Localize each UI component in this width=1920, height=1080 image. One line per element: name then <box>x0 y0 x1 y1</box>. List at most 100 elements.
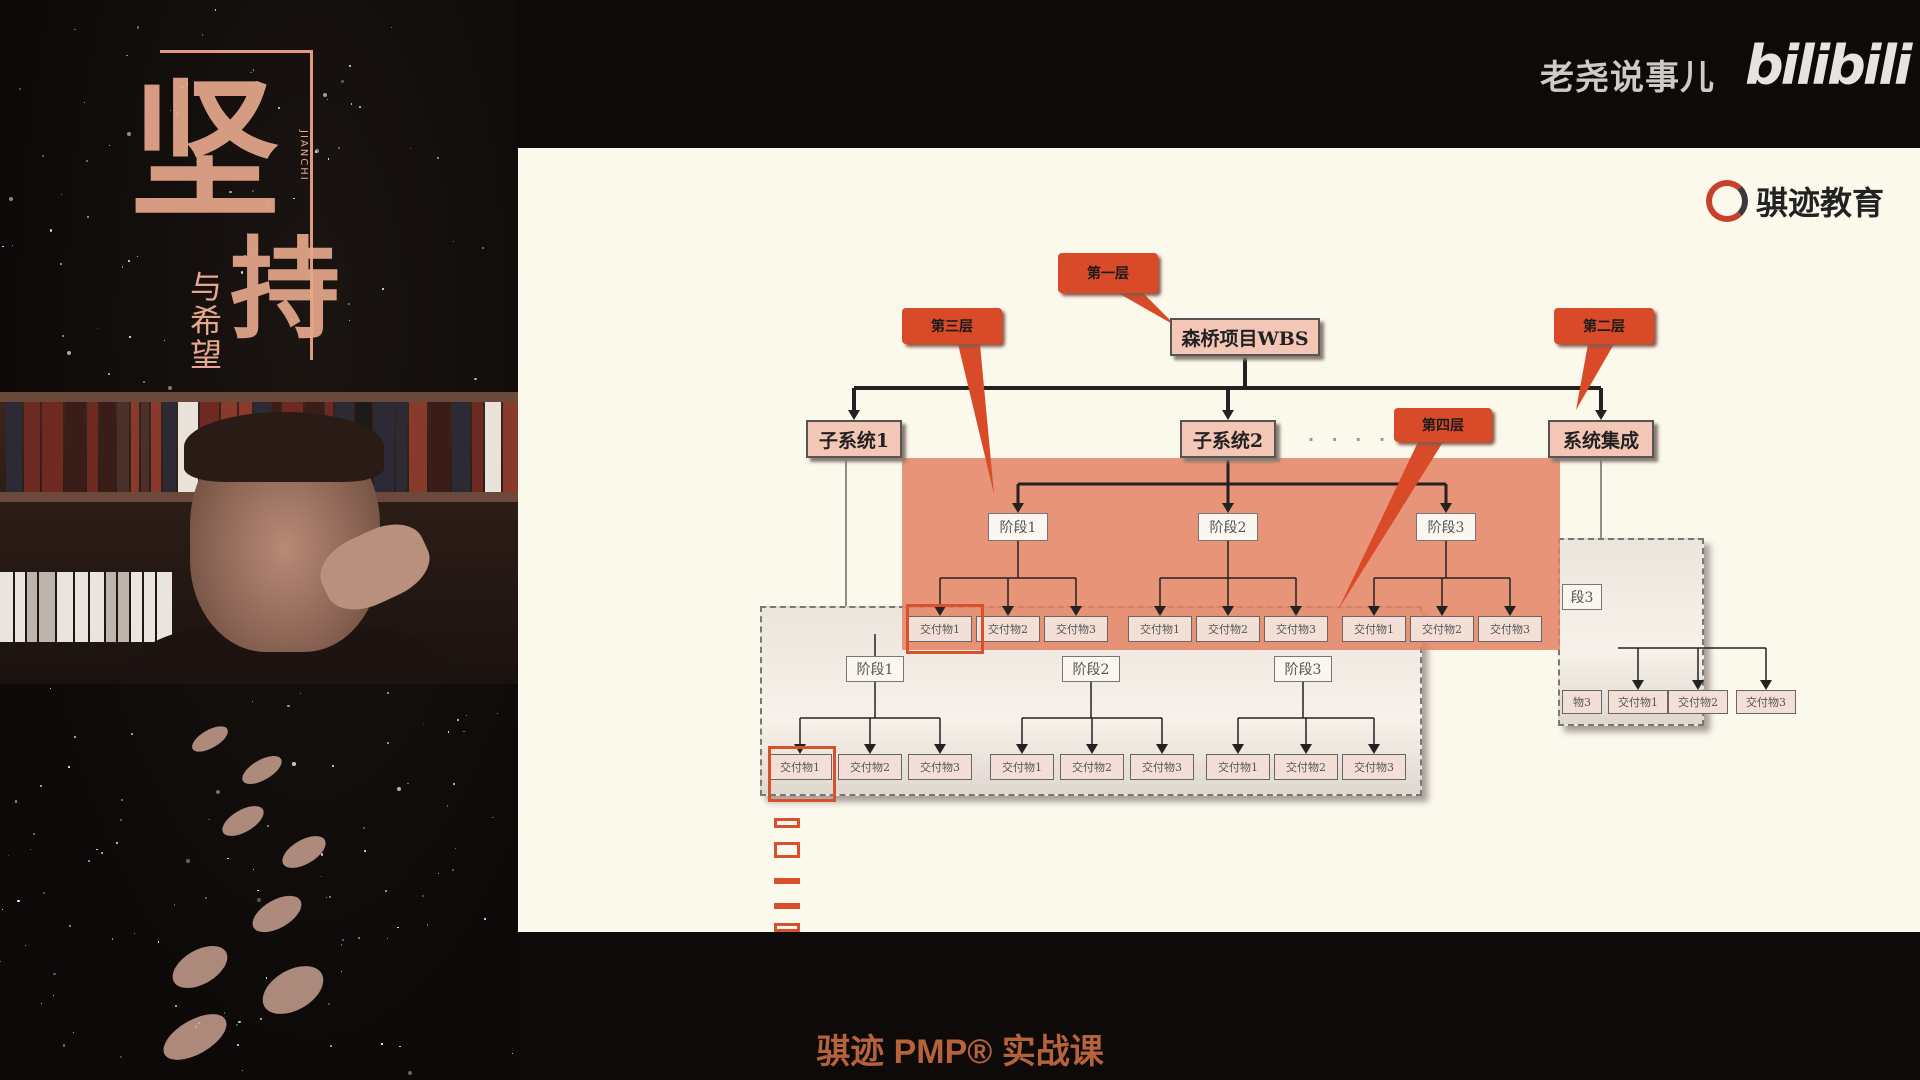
star <box>348 303 350 306</box>
book-spine <box>118 572 129 642</box>
book-spine <box>163 402 176 492</box>
callout-pointer <box>1368 606 1380 616</box>
book-spine <box>144 572 155 642</box>
star <box>447 731 450 733</box>
wbs-deliverable-node: 交付物3 <box>908 754 972 780</box>
star <box>327 158 330 160</box>
star <box>14 800 18 803</box>
callout-pointer <box>1086 744 1098 754</box>
wbs-deliverable-node: 交付物2 <box>838 754 902 780</box>
footprints-illustration <box>130 720 390 1070</box>
star <box>134 933 136 935</box>
star <box>69 925 72 928</box>
star <box>423 722 425 724</box>
wbs-deliverable-node: 交付物1 <box>1342 616 1406 642</box>
bilibili-logo: bilibili <box>1745 34 1912 97</box>
star <box>407 782 409 785</box>
presenter-hair <box>184 412 384 482</box>
star <box>267 201 270 204</box>
star <box>53 972 56 975</box>
callout-pointer <box>1368 744 1380 754</box>
wbs-deliverable-node: 交付物1 <box>768 754 832 780</box>
book-spine <box>75 572 88 642</box>
callout-pointer <box>934 606 946 616</box>
star <box>463 730 465 733</box>
book-spine <box>24 402 40 492</box>
star <box>482 247 485 250</box>
presenter <box>130 412 450 684</box>
callout-pointer <box>1016 744 1028 754</box>
star <box>96 328 98 330</box>
wbs-deliverable-node: 交付物2 <box>976 616 1040 642</box>
star <box>484 918 487 921</box>
footprint <box>165 937 235 997</box>
callout-pointer <box>1692 680 1704 690</box>
wbs-subsystem-node: 子系统2 <box>1180 420 1276 458</box>
star <box>86 160 88 162</box>
star <box>74 736 77 738</box>
book-spine <box>151 402 161 492</box>
star <box>186 858 191 863</box>
star <box>119 1055 122 1058</box>
star <box>326 98 329 101</box>
star <box>60 193 63 195</box>
footprint <box>277 829 331 875</box>
star <box>127 131 132 136</box>
star <box>136 255 139 258</box>
book-spine <box>42 402 63 492</box>
callout-level-two: 第二层 <box>1554 308 1654 344</box>
star <box>299 693 302 695</box>
star <box>40 1002 43 1005</box>
star <box>116 842 119 845</box>
star <box>0 960 2 963</box>
poster-subtitle: 与希望 <box>190 268 223 374</box>
book-spine <box>0 572 13 642</box>
wbs-stage-node: 阶段3 <box>1274 656 1332 682</box>
wbs-deliverable-node: 交付物2 <box>1274 754 1338 780</box>
star <box>87 216 90 219</box>
star <box>73 28 76 31</box>
book-spine <box>90 572 104 642</box>
brand: 骐迹教育 <box>1705 178 1884 224</box>
star <box>409 147 411 150</box>
star <box>59 263 62 266</box>
wbs-deliverable-node: 交付物2 <box>1410 616 1474 642</box>
star <box>202 34 204 36</box>
footprint <box>217 799 269 843</box>
star <box>358 105 361 109</box>
star <box>128 259 131 262</box>
callout-pointer <box>934 744 946 754</box>
star <box>455 847 457 849</box>
callout-pointer <box>848 410 860 420</box>
wbs-deliverable-node: 交付物1 <box>1608 690 1668 714</box>
star <box>323 93 328 98</box>
star <box>24 945 26 947</box>
book-spine <box>15 572 25 642</box>
star <box>390 26 393 28</box>
star <box>381 288 384 291</box>
star <box>277 107 280 110</box>
callout-pointer <box>1595 410 1607 420</box>
legend-mark <box>774 842 800 858</box>
wbs-subsystem-node: 子系统1 <box>806 420 902 458</box>
star <box>315 148 320 153</box>
star <box>252 701 254 703</box>
star <box>269 257 271 259</box>
book-spine <box>485 402 501 492</box>
book-spine <box>452 402 470 492</box>
star <box>364 850 366 853</box>
star <box>363 827 365 829</box>
star <box>109 144 111 146</box>
star <box>120 799 123 802</box>
star <box>320 875 323 878</box>
star <box>131 733 133 735</box>
star <box>243 254 247 258</box>
star <box>42 891 46 895</box>
star <box>158 941 160 943</box>
star <box>176 113 178 115</box>
wbs-deliverable-node: 交付物2 <box>1196 616 1260 642</box>
book-spine <box>106 572 116 642</box>
callout-pointer <box>1436 606 1448 616</box>
callout-pointer <box>1232 744 1244 754</box>
star <box>32 833 35 836</box>
